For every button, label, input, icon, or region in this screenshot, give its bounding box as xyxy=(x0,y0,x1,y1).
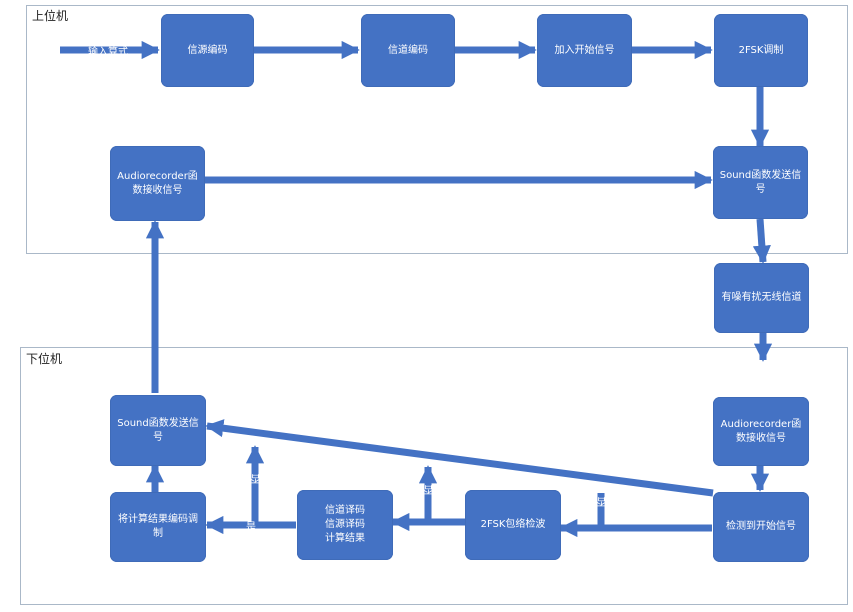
lower-region-title: 下位机 xyxy=(26,352,63,366)
node-upper-recorder-receive: Audiorecorder函 数接收信号 xyxy=(110,146,205,221)
node-lower-sound-send: Sound函数发送信 号 xyxy=(110,395,206,466)
upper-region xyxy=(26,5,848,254)
label-no-encode: 否 xyxy=(252,474,263,484)
label-yes: 是 xyxy=(246,522,256,533)
label-no-envelope: 否 xyxy=(598,497,609,507)
node-detect-start-signal: 检测到开始信号 xyxy=(713,492,809,562)
node-source-encode: 信源编码 xyxy=(161,14,254,87)
node-noisy-wireless-channel: 有噪有扰无线信道 xyxy=(714,263,809,333)
label-input-expression: 输入算式 xyxy=(88,47,128,58)
lower-region xyxy=(20,347,848,605)
node-add-start-signal: 加入开始信号 xyxy=(537,14,632,87)
node-2fsk-envelope-detect: 2FSK包络检波 xyxy=(465,490,561,560)
label-no-decode: 否 xyxy=(425,485,436,495)
node-encode-modulate-result: 将计算结果编码调 制 xyxy=(110,492,206,562)
arrow-detect-to-sound-no xyxy=(205,419,714,497)
node-2fsk-modulation: 2FSK调制 xyxy=(714,14,808,87)
upper-region-title: 上位机 xyxy=(32,9,69,23)
arrow-sound-to-channel xyxy=(752,218,771,264)
node-lower-recorder-receive: Audiorecorder函 数接收信号 xyxy=(713,397,809,466)
node-channel-encode: 信道编码 xyxy=(361,14,455,87)
node-upper-sound-send: Sound函数发送信 号 xyxy=(713,146,808,219)
node-decode-compute: 信道译码 信源译码 计算结果 xyxy=(297,490,393,560)
